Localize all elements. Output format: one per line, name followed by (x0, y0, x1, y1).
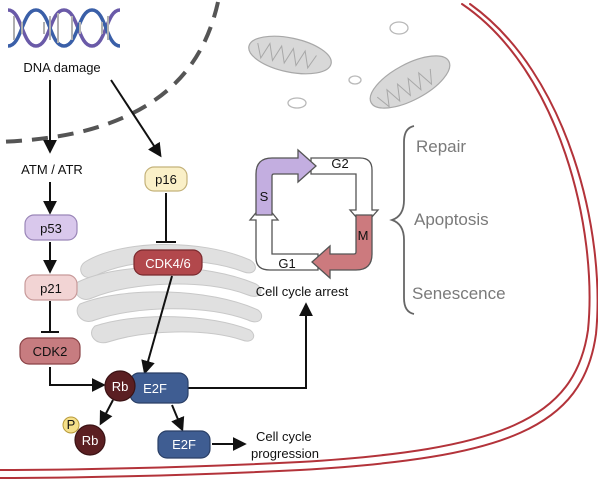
p16-label: p16 (155, 172, 177, 187)
progression-label-line1: Cell cycle (256, 429, 312, 444)
cell-cycle-diagram: S G2 M G1 Cell cycle arrest (248, 148, 380, 299)
p21-node: p21 (24, 274, 78, 301)
cycle-s-phase (255, 148, 317, 216)
e2f-free-label: E2F (172, 437, 196, 452)
arrow-cdk46-to-rb (141, 275, 173, 375)
p21-label: p21 (40, 281, 62, 296)
pathway-connectors (41, 79, 313, 451)
atm-atr-label: ATM / ATR (21, 162, 83, 177)
cdk46-node: CDK4/6 (133, 249, 203, 276)
cdk2-label: CDK2 (33, 344, 68, 359)
cycle-m-phase (311, 214, 373, 280)
outcome-senescence: Senescence (412, 284, 506, 303)
rb-free-label: Rb (82, 433, 99, 448)
outcome-brace (389, 125, 415, 315)
mitochondrion-1 (248, 35, 332, 75)
progression-label-line2: progression (251, 446, 319, 461)
cdk46-label: CDK4/6 (145, 256, 191, 271)
phase-g2-label: G2 (331, 156, 348, 171)
vesicles (287, 21, 409, 109)
rb-bound-label: Rb (112, 379, 129, 394)
dna-damage-label: DNA damage (23, 60, 100, 75)
p53-label: p53 (40, 221, 62, 236)
rb-e2f-complex: E2F Rb (104, 370, 189, 404)
golgi-apparatus (74, 244, 263, 344)
arrow-cdk2-to-rb (49, 367, 106, 392)
p53-node: p53 (24, 214, 78, 241)
p16-node: p16 (144, 166, 188, 192)
dna-helix-icon (7, 8, 121, 48)
phase-s-label: S (260, 189, 269, 204)
phosphate-label: P (67, 417, 76, 432)
arrow-rb-to-prb (99, 399, 114, 426)
phospho-rb-node: Rb P (62, 416, 106, 456)
phase-m-label: M (358, 228, 369, 243)
cycle-top-right-arm (310, 157, 380, 227)
cycle-bottom-left-arm (248, 201, 319, 271)
cell-cycle-arrest-label: Cell cycle arrest (256, 284, 349, 299)
outcome-repair: Repair (416, 137, 466, 156)
e2f-bound-label: E2F (143, 381, 167, 396)
phosphate-icon (62, 416, 80, 434)
phase-g1-label: G1 (278, 256, 295, 271)
arrow-dna-to-p16 (110, 79, 162, 158)
cdk2-node: CDK2 (19, 337, 81, 365)
arrow-e2f-to-arrest (188, 302, 313, 389)
mitochondrion-2 (369, 55, 451, 109)
free-e2f-node: E2F (157, 430, 211, 459)
nuclear-envelope (0, 1, 220, 144)
arrow-e2f-to-free-e2f (171, 404, 185, 432)
outcome-apoptosis: Apoptosis (414, 210, 489, 229)
cell-membrane (0, 3, 598, 479)
